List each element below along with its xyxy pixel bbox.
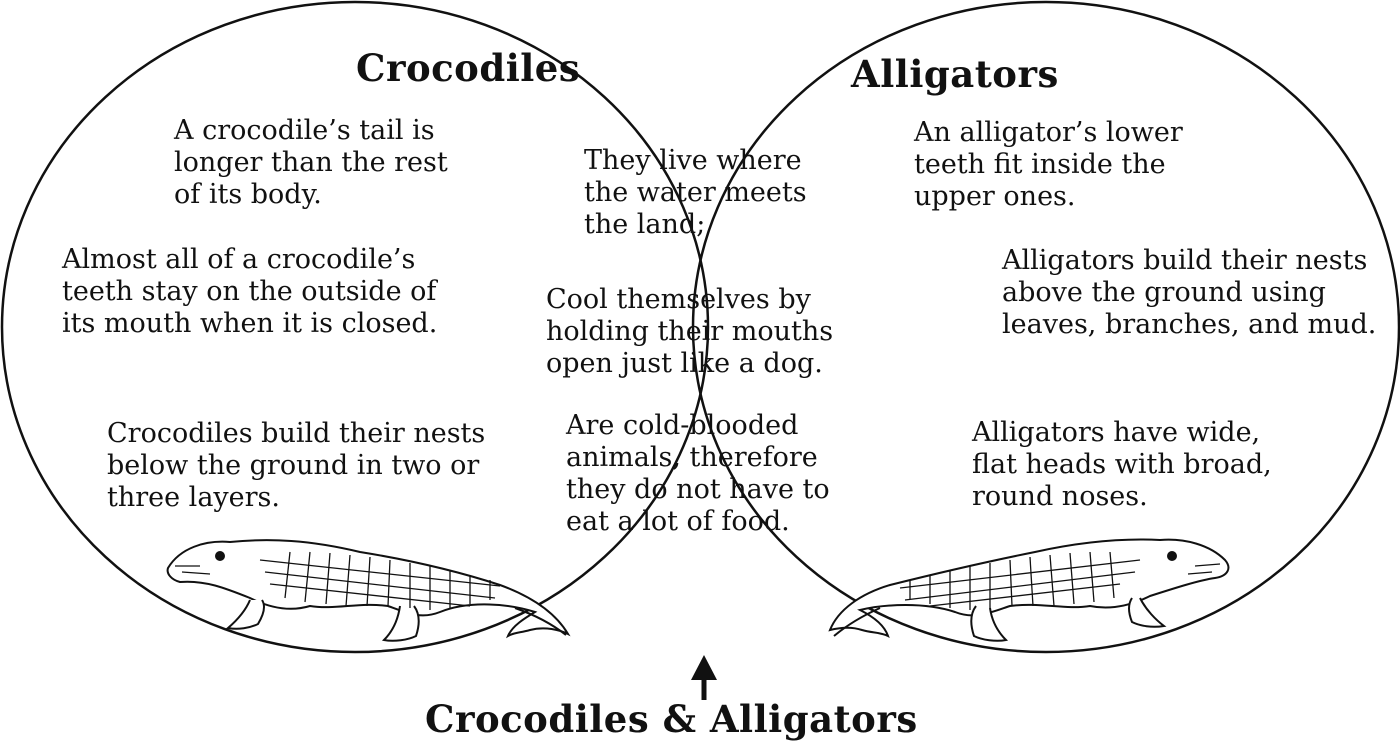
crocodile-fact-nests: Crocodiles build their nests below the g…: [107, 418, 487, 514]
overlap-label: Crocodiles & Alligators: [425, 697, 918, 741]
alligator-fact-heads: Alligators have wide, flat heads with br…: [972, 417, 1284, 513]
arrow-up-icon: [691, 655, 717, 700]
alligator-fact-teeth: An alligator’s lower teeth fit inside th…: [914, 117, 1204, 213]
alligator-illustration: [830, 540, 1228, 641]
crocodile-fact-teeth: Almost all of a crocodile’s teeth stay o…: [62, 244, 460, 340]
shared-fact-cooling: Cool themselves by holding their mouths …: [546, 284, 864, 380]
crocodiles-title: Crocodiles: [356, 46, 580, 90]
crocodile-illustration: [168, 540, 568, 641]
alligators-title: Alligators: [851, 52, 1059, 96]
shared-fact-cold-blooded: Are cold-blooded animals, therefore they…: [566, 410, 856, 538]
crocodile-fact-tail: A crocodile’s tail is longer than the re…: [174, 115, 474, 211]
alligator-fact-nests: Alligators build their nests above the g…: [1002, 245, 1387, 341]
shared-fact-habitat: They live where the water meets the land…: [584, 145, 836, 241]
